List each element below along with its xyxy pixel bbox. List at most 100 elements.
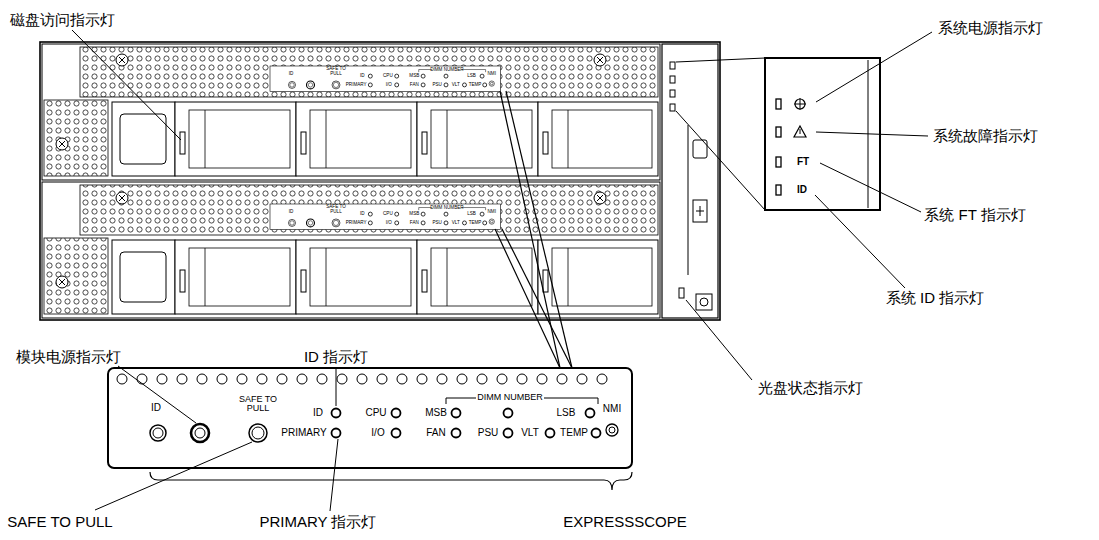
grille-hole: [137, 374, 147, 384]
disk-bay: [538, 102, 658, 176]
grille: [80, 47, 658, 97]
led: [368, 212, 372, 216]
grille-hole: [517, 374, 527, 384]
panel-label: LSB: [467, 74, 476, 79]
panel-button: [290, 83, 294, 87]
disk-bay: [205, 110, 206, 168]
panel-button: [489, 81, 494, 86]
panel-label: ID: [360, 74, 365, 79]
panel-label: I/O: [371, 428, 384, 439]
panel-label: PRIMARY: [346, 221, 367, 226]
panel-label: ID: [289, 210, 294, 215]
expressscope-panel: [150, 398, 618, 442]
panel-button: [290, 221, 294, 225]
module-frame: [42, 44, 660, 180]
grille-hole: [457, 374, 467, 384]
screw: [59, 279, 65, 285]
panel-label: SAFE TO PULL: [236, 395, 280, 414]
grille-hole: [537, 374, 547, 384]
led: [504, 409, 513, 418]
panel-label: I/O: [386, 83, 392, 88]
screw: [119, 57, 125, 63]
led: [332, 409, 341, 418]
led: [546, 429, 555, 438]
panel-label: PRIMARY: [346, 83, 367, 88]
screw: [597, 57, 603, 63]
disk-bay: [552, 110, 652, 168]
disk-bay: [189, 110, 290, 168]
callout-label: 系统故障指示灯: [933, 128, 1038, 144]
panel-label: TEMP: [469, 83, 482, 88]
screw: [56, 138, 68, 150]
disk-bay: [175, 240, 296, 314]
led: [480, 74, 484, 78]
led: [592, 429, 601, 438]
callout-label: PRIMARY 指示灯: [260, 514, 377, 530]
disk-bay: [326, 248, 327, 306]
panel-label: I/O: [386, 221, 392, 226]
grille-hole: [577, 374, 587, 384]
disk-led: [180, 270, 185, 292]
disk-led: [422, 132, 427, 154]
grille-hole: [317, 374, 327, 384]
grille-hole: [597, 374, 607, 384]
expressscope-zoom: [108, 368, 632, 468]
led: [480, 212, 484, 216]
screw: [59, 141, 65, 147]
led: [452, 429, 461, 438]
led: [392, 409, 401, 418]
panel-label: TEMP: [560, 428, 588, 439]
panel-button: [249, 424, 267, 442]
disk-led: [301, 132, 306, 154]
disk-bay: [326, 110, 327, 168]
led: [463, 221, 467, 225]
led: [444, 221, 448, 225]
panel-label: SAFE TO PULL: [325, 205, 347, 215]
panel-label: CPU: [365, 408, 386, 419]
grille-hole: [257, 374, 267, 384]
panel-button: [307, 81, 315, 89]
led: [392, 429, 401, 438]
dimm-bracket: [462, 208, 486, 211]
panel-label: DIMM NUMBER: [430, 205, 463, 210]
grille: [80, 185, 658, 235]
panel-button: [609, 427, 615, 433]
led: [483, 83, 487, 87]
led: [395, 74, 399, 78]
disk-led: [543, 270, 548, 292]
grille-hole: [497, 374, 507, 384]
led: [504, 429, 513, 438]
module-handle: [112, 102, 175, 176]
grille: [44, 238, 108, 314]
led: [463, 83, 467, 87]
callout-label: 系统 FT 指示灯: [924, 207, 1025, 223]
panel-label: MSB: [425, 408, 447, 419]
led: [395, 83, 399, 87]
led: [368, 83, 372, 87]
grille-hole: [337, 374, 347, 384]
panel-label: ID: [360, 212, 365, 217]
disk-bay: [175, 102, 296, 176]
led: [421, 221, 425, 225]
grille-holes: [117, 374, 607, 384]
zoom-line: [676, 58, 765, 62]
panel-label: ID: [151, 403, 161, 414]
disk-bay: [447, 110, 448, 168]
panel-button: [489, 219, 494, 224]
panel-label: MSB: [409, 74, 419, 79]
dimm-bracket: [419, 70, 432, 73]
grille-hole: [357, 374, 367, 384]
panel-button: [307, 219, 315, 227]
grille: [44, 100, 108, 176]
led: [421, 74, 425, 78]
led: [444, 74, 448, 78]
callout-label: ID 指示灯: [304, 349, 368, 365]
grille-hole: [397, 374, 407, 384]
led: [368, 221, 372, 225]
led: [452, 409, 461, 418]
led: [421, 212, 425, 216]
grille-hole: [557, 374, 567, 384]
grille-hole: [177, 374, 187, 384]
disk-bay: [205, 248, 206, 306]
panel-label: DIMM NUMBER: [477, 393, 543, 402]
